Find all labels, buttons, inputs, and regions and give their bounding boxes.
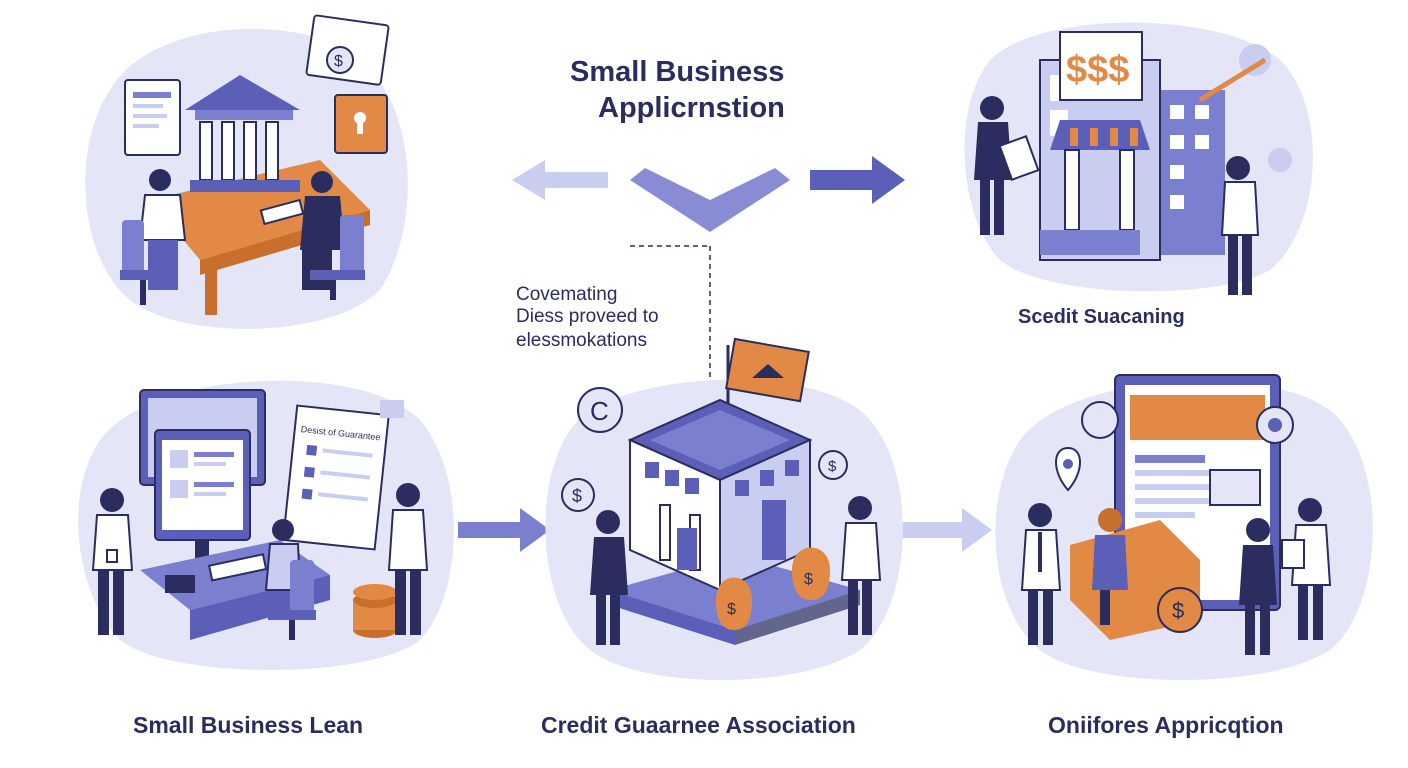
person-seated xyxy=(264,519,316,640)
person-pointing xyxy=(1239,518,1277,655)
bank-icon xyxy=(185,75,300,192)
storefront-sign-board xyxy=(1059,31,1143,101)
person-right-center xyxy=(840,496,882,635)
bank-office-illustration: $ xyxy=(85,14,408,329)
chair-right xyxy=(340,215,364,280)
caption-bottom-center: Credit Guaarnee Association xyxy=(541,712,856,738)
chair-bottom-left xyxy=(290,560,314,620)
caption-bottom-left: Small Business Lean xyxy=(133,712,364,738)
svg-text:$: $ xyxy=(804,571,813,588)
keyboard xyxy=(207,553,268,582)
store-steps xyxy=(1040,230,1140,255)
coin-stack xyxy=(353,584,397,638)
storefront-illustration: $$$ xyxy=(964,22,1313,295)
person-man-tie xyxy=(1020,503,1062,645)
dollar-coin-left xyxy=(561,478,595,512)
money-bag-icon: $ xyxy=(716,577,752,630)
form-panel xyxy=(282,404,390,551)
person-standing-left xyxy=(91,488,134,635)
person-left xyxy=(120,169,187,305)
side-door xyxy=(762,500,786,560)
clipboard xyxy=(998,135,1040,181)
caption-bottom-right: Oniifores Appricqtion xyxy=(1048,712,1284,738)
svg-text:$: $ xyxy=(334,53,343,70)
diagram-title-line-1: Small Business xyxy=(570,56,785,88)
coin-icon xyxy=(326,46,354,74)
annotation-line-1: Covemating xyxy=(516,284,618,305)
person-right xyxy=(300,171,365,300)
c-coin xyxy=(577,387,623,433)
money-bag-icon: $ xyxy=(792,547,830,600)
person-woman-right xyxy=(1220,156,1260,295)
phone xyxy=(165,575,195,593)
svg-text:C: C xyxy=(590,396,609,426)
caption-top-right: Scedit Suacaning xyxy=(1018,306,1185,328)
annotation-line-3: elessmokations xyxy=(516,330,647,351)
guarantee-building-illustration: C $ $ $ $ xyxy=(545,337,903,680)
chevron-down-icon xyxy=(630,168,790,232)
coin-icon xyxy=(1157,587,1203,633)
person-left-center xyxy=(590,510,628,645)
annotation-line-2: Diess proveed to xyxy=(516,306,659,327)
tablet xyxy=(1281,539,1305,569)
laptop xyxy=(259,198,305,226)
person-presenting xyxy=(387,483,429,635)
arrow-left-icon xyxy=(512,160,608,200)
arrow-right-icon xyxy=(900,508,992,552)
svg-text:$: $ xyxy=(572,486,582,506)
dollar-coin-right xyxy=(818,450,848,480)
person-woman-seated xyxy=(1092,508,1128,625)
svg-text:$: $ xyxy=(727,601,736,618)
gear-icon xyxy=(1081,401,1119,439)
person-tablet xyxy=(1281,498,1332,640)
online-application-illustration: $ xyxy=(995,374,1373,680)
chair-left xyxy=(122,220,144,280)
diagram-title-line-2: Applicrnstion xyxy=(598,92,785,124)
svg-text:$: $ xyxy=(828,458,837,475)
storefront-sign: $$$ xyxy=(1066,49,1129,91)
person-woman-left xyxy=(974,96,1040,235)
gear-icon xyxy=(1239,44,1271,76)
arrow-right-icon xyxy=(458,508,550,552)
side-tower xyxy=(1160,90,1225,255)
loan-office-illustration: Desist of Guarantee xyxy=(78,380,454,670)
svg-text:$: $ xyxy=(1172,598,1184,623)
arrow-right-icon xyxy=(810,156,905,204)
